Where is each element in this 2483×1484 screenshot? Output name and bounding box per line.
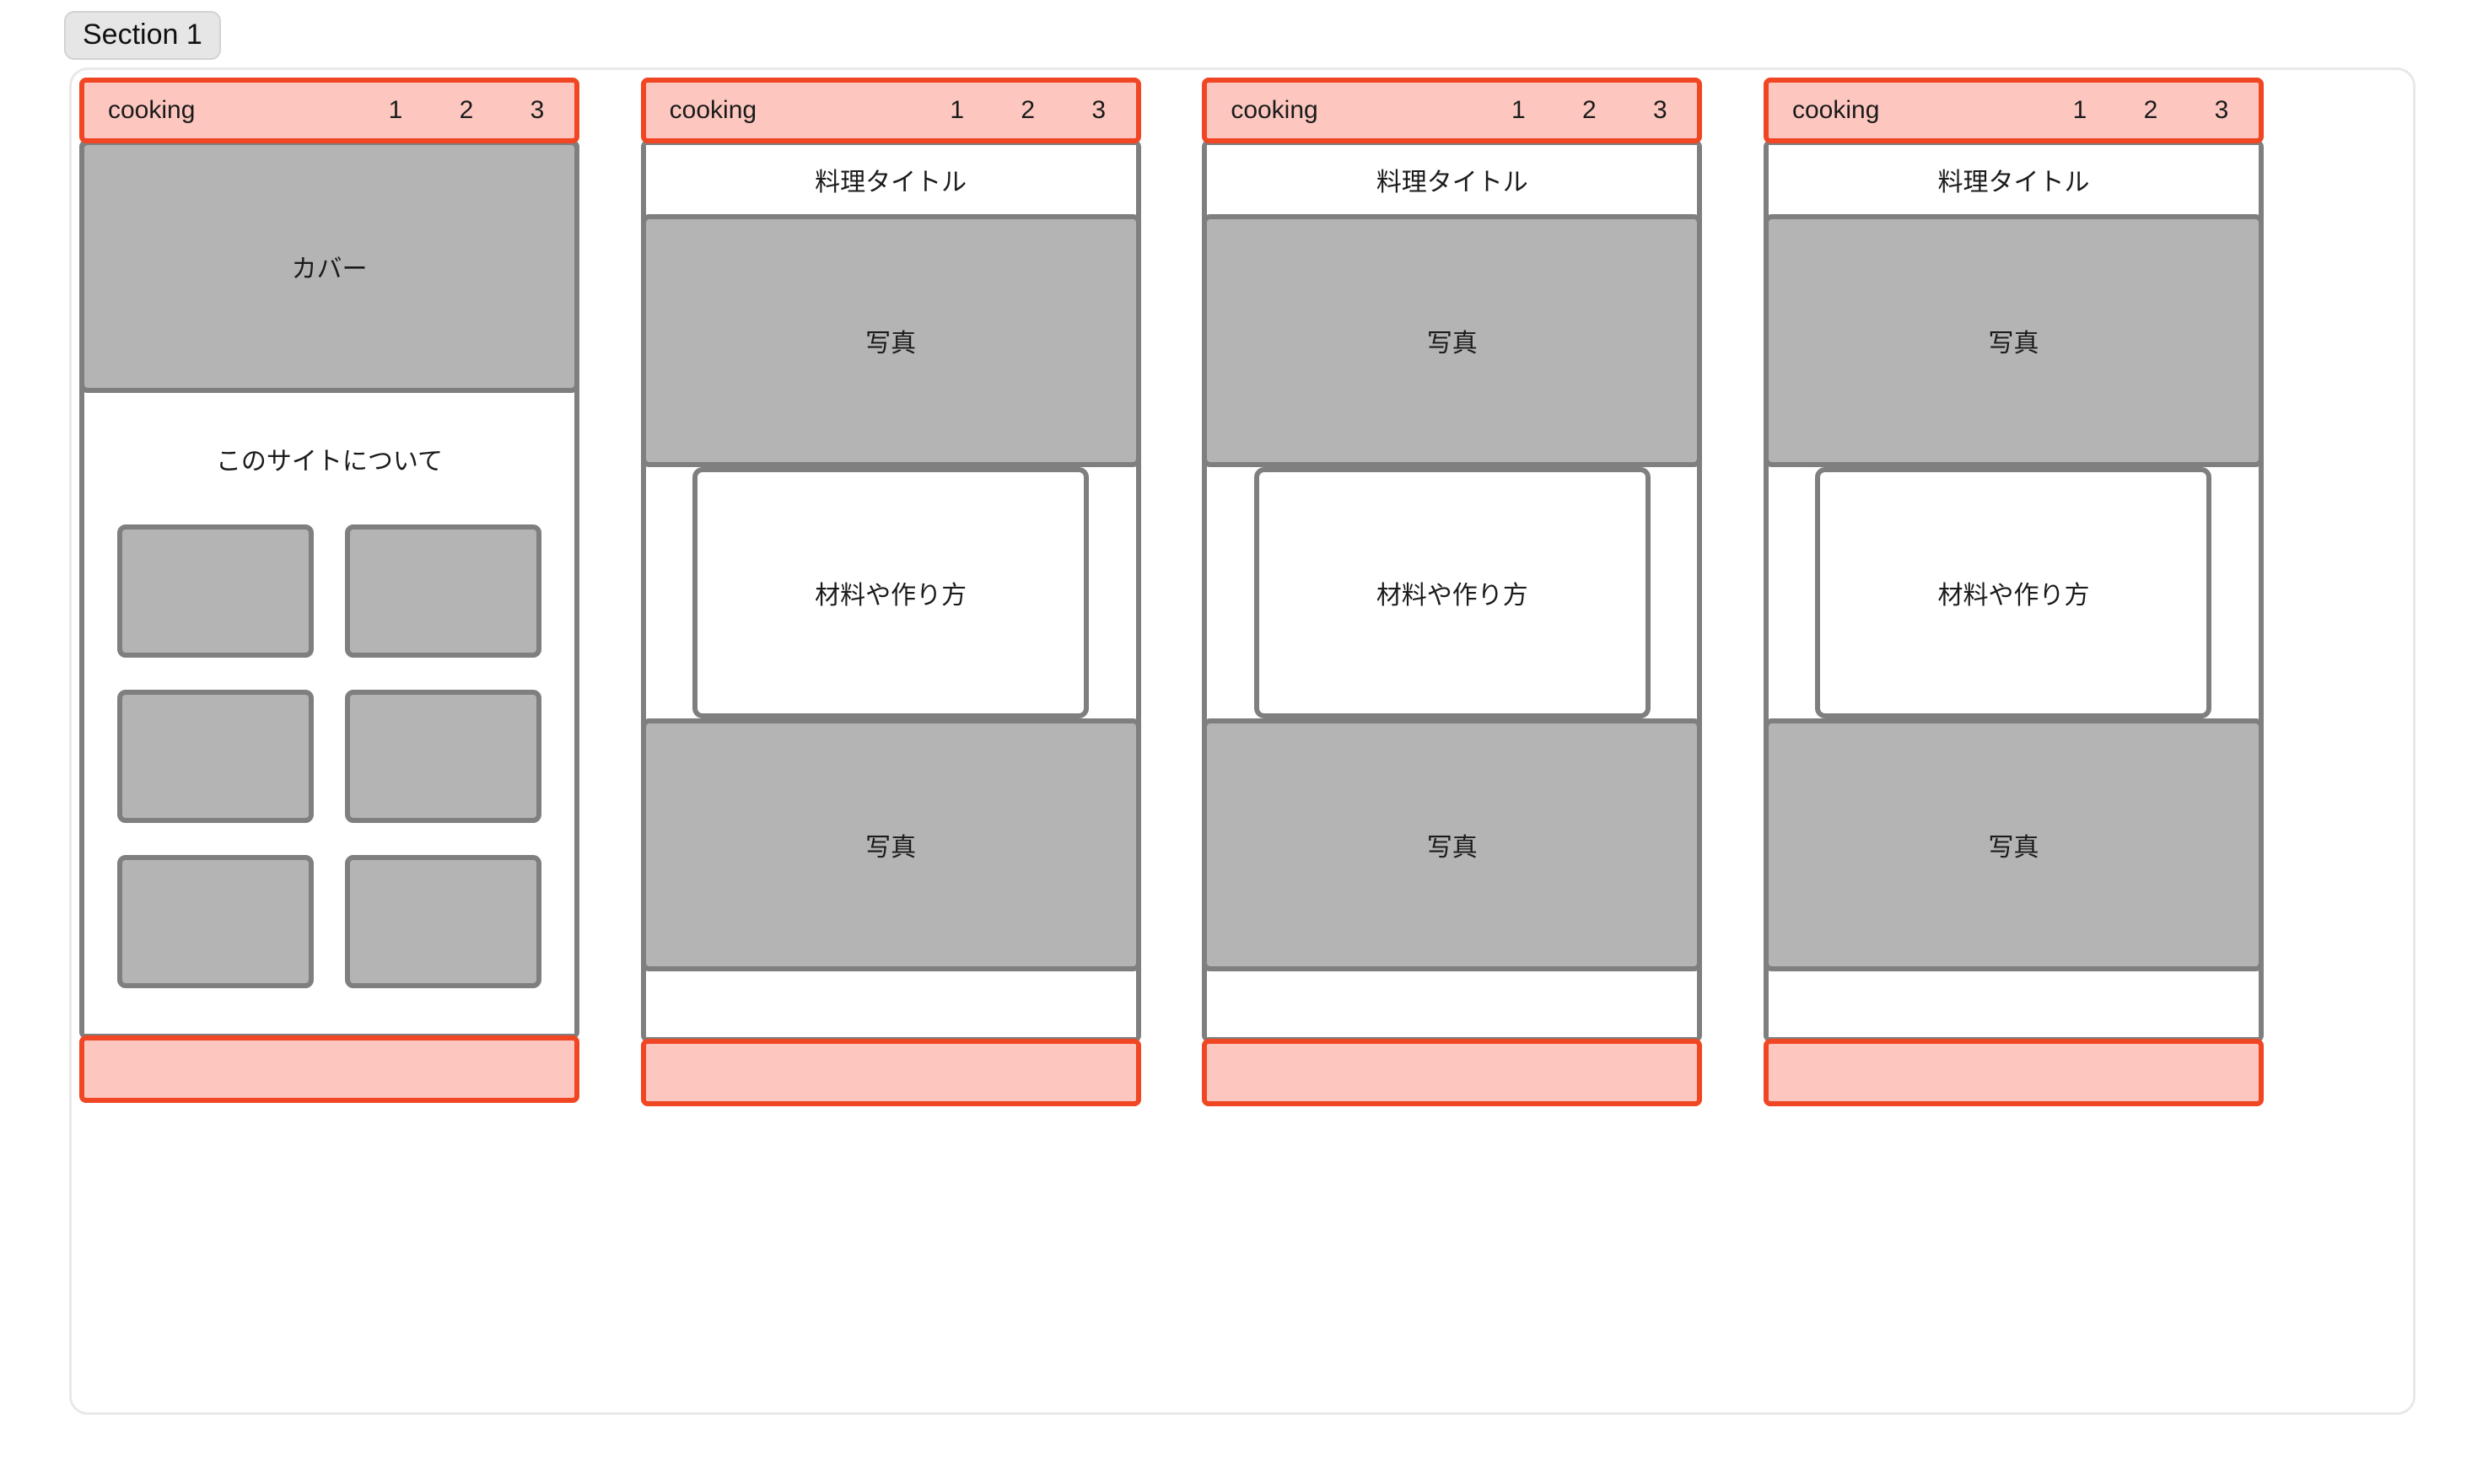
dish-title: 料理タイトル — [1207, 145, 1698, 214]
cover-image-placeholder: カバー — [79, 140, 579, 393]
site-footer-bar — [640, 1039, 1141, 1106]
site-brand-label: cooking — [1791, 96, 1880, 124]
site-header-bar: cooking 1 2 3 — [1202, 78, 1703, 143]
thumbnail-item[interactable] — [345, 524, 542, 658]
body-bottom-spacer — [1207, 971, 1698, 1037]
nav-link-3[interactable]: 3 — [1091, 96, 1106, 124]
nav-link-3[interactable]: 3 — [1652, 96, 1667, 124]
card-body-home: カバー このサイトについて — [79, 140, 579, 1039]
site-footer-bar — [79, 1035, 579, 1103]
card-body-recipe: 料理タイトル 写真 材料や作り方 写真 — [1763, 140, 2264, 1042]
recipe-text-box: 材料や作り方 — [1253, 467, 1651, 718]
body-bottom-spacer — [645, 971, 1136, 1037]
photo-placeholder-top: 写真 — [1763, 214, 2264, 467]
site-footer-bar — [1763, 1039, 2264, 1106]
thumbnail-item[interactable] — [116, 855, 314, 988]
recipe-section: 材料や作り方 — [645, 467, 1136, 718]
site-footer-bar — [1202, 1039, 1703, 1106]
nav-link-1[interactable]: 1 — [388, 96, 403, 124]
body-bottom-spacer — [1768, 971, 2259, 1037]
dish-title: 料理タイトル — [645, 145, 1136, 214]
site-header-bar: cooking 1 2 3 — [640, 78, 1141, 143]
body-bottom-spacer — [84, 988, 574, 1034]
wireframe-cards-row: cooking 1 2 3 カバー このサイトについて — [79, 78, 2264, 1275]
wireframe-card-home: cooking 1 2 3 カバー このサイトについて — [79, 78, 579, 1103]
wireframe-card-recipe-3: cooking 1 2 3 料理タイトル 写真 材料や作り方 写真 — [1763, 78, 2264, 1106]
nav-link-3[interactable]: 3 — [2214, 96, 2229, 124]
nav-link-1[interactable]: 1 — [2072, 96, 2087, 124]
nav-link-2[interactable]: 2 — [2143, 96, 2158, 124]
recipe-section: 材料や作り方 — [1207, 467, 1698, 718]
card-body-recipe: 料理タイトル 写真 材料や作り方 写真 — [640, 140, 1141, 1042]
thumbnail-grid — [84, 524, 574, 988]
nav-link-2[interactable]: 2 — [1581, 96, 1597, 124]
site-nav: 1 2 3 — [949, 96, 1112, 125]
wireframe-card-recipe-2: cooking 1 2 3 料理タイトル 写真 材料や作り方 写真 — [1202, 78, 1703, 1106]
recipe-text-box: 材料や作り方 — [692, 467, 1090, 718]
about-section-title: このサイトについて — [215, 448, 444, 476]
nav-link-1[interactable]: 1 — [1511, 96, 1526, 124]
site-brand-label: cooking — [1231, 96, 1318, 124]
nav-link-3[interactable]: 3 — [530, 96, 545, 124]
site-nav: 1 2 3 — [2071, 96, 2235, 125]
thumbnail-item[interactable] — [345, 690, 542, 823]
site-header-bar: cooking 1 2 3 — [1763, 78, 2264, 143]
site-header-bar: cooking 1 2 3 — [79, 78, 579, 143]
recipe-section: 材料や作り方 — [1768, 467, 2259, 718]
about-section: このサイトについて — [84, 393, 574, 988]
site-brand-label: cooking — [669, 96, 757, 124]
site-nav: 1 2 3 — [387, 96, 551, 125]
nav-link-2[interactable]: 2 — [459, 96, 474, 124]
thumbnail-item[interactable] — [116, 690, 314, 823]
nav-link-1[interactable]: 1 — [950, 96, 964, 124]
thumbnail-item[interactable] — [345, 855, 542, 988]
wireframe-card-recipe-1: cooking 1 2 3 料理タイトル 写真 材料や作り方 写真 — [640, 78, 1141, 1106]
photo-placeholder-top: 写真 — [1202, 214, 1703, 467]
photo-placeholder-top: 写真 — [640, 214, 1141, 467]
thumbnail-item[interactable] — [116, 524, 314, 658]
card-body-recipe: 料理タイトル 写真 材料や作り方 写真 — [1202, 140, 1703, 1042]
photo-placeholder-bottom: 写真 — [1202, 718, 1703, 971]
photo-placeholder-bottom: 写真 — [640, 718, 1141, 971]
recipe-text-box: 材料や作り方 — [1815, 467, 2212, 718]
nav-link-2[interactable]: 2 — [1021, 96, 1035, 124]
photo-placeholder-bottom: 写真 — [1763, 718, 2264, 971]
section-badge: Section 1 — [64, 11, 221, 60]
site-brand-label: cooking — [108, 96, 196, 124]
site-nav: 1 2 3 — [1510, 96, 1673, 125]
dish-title: 料理タイトル — [1768, 145, 2259, 214]
